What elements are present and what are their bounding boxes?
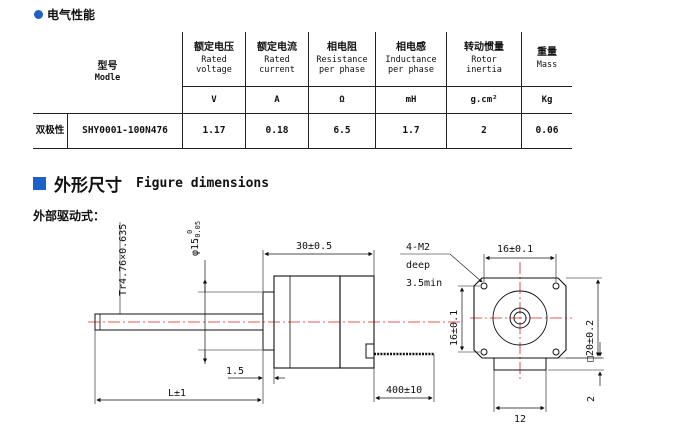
model-header-cn: 型号 xyxy=(97,60,118,72)
unit-inertia: g.cm² xyxy=(446,86,522,114)
mount-hole xyxy=(480,348,488,356)
dimensions-section-header: 外形尺寸 Figure dimensions xyxy=(33,171,269,196)
dimensions-title-cn: 外形尺寸 xyxy=(54,176,122,196)
shaft-tol-lower: -0.05 xyxy=(194,221,202,242)
lead-length-label: 400±10 xyxy=(386,385,422,396)
front-connector-tab xyxy=(493,357,547,371)
row-inertia: 2 xyxy=(446,113,522,149)
shaft-diameter-label: φ15 xyxy=(190,238,201,256)
unit-mass: Kg xyxy=(521,86,572,114)
front-boss xyxy=(262,291,275,351)
row-voltage: 1.17 xyxy=(182,113,246,149)
mount-hole xyxy=(552,282,560,290)
hole-spacing-h-label: 16±0.1 xyxy=(497,244,533,255)
connector-width-label: 12 xyxy=(514,414,526,425)
unit-current: A xyxy=(245,86,309,114)
row-mass: 0.06 xyxy=(521,113,572,149)
row-model: SHY0001-100N476 xyxy=(67,113,183,149)
hole-spacing-v-label: 16±0.1 xyxy=(449,310,460,346)
bullet-dot-icon xyxy=(34,10,43,19)
mount-hole xyxy=(480,282,488,290)
offset-label: 2 xyxy=(586,396,597,402)
motor-rear-cap xyxy=(339,275,375,369)
electrical-section-header: 电气性能 xyxy=(34,6,95,23)
drive-type-subtitle: 外部驱动式： xyxy=(33,209,106,223)
electrical-section-title: 电气性能 xyxy=(47,8,96,22)
holes-deep-label: deep xyxy=(406,260,430,271)
shaft-tol-upper: 0 xyxy=(186,230,194,234)
unit-inductance: mH xyxy=(375,86,447,114)
unit-voltage: V xyxy=(182,86,246,114)
body-size-label: □20±0.2 xyxy=(585,320,596,362)
unit-resistance: Ω xyxy=(308,86,376,114)
table-row: 双极性 SHY0001-100N476 1.17 0.18 6.5 1.7 2 … xyxy=(33,113,572,149)
holes-label: 4-M2 xyxy=(406,242,430,253)
model-header-cell: 型号 Modle xyxy=(33,32,183,114)
row-resistance: 6.5 xyxy=(308,113,376,149)
mount-hole xyxy=(552,348,560,356)
lead-exit xyxy=(365,343,375,359)
flange-label: 1.5 xyxy=(226,366,244,377)
dimensions-title-en: Figure dimensions xyxy=(136,176,270,191)
model-header-en: Modle xyxy=(94,73,121,84)
body-length-label: 30±0.5 xyxy=(296,241,332,252)
bullet-square-icon xyxy=(33,177,46,190)
row-inductance: 1.7 xyxy=(375,113,447,149)
holes-depth-label: 3.5min xyxy=(406,278,442,289)
row-current: 0.18 xyxy=(245,113,309,149)
front-pilot-circle xyxy=(492,290,548,346)
thread-label: Tr4.76×0.635 xyxy=(118,224,129,296)
front-shaft-circle xyxy=(509,307,531,329)
row-type: 双极性 xyxy=(33,113,68,149)
total-length-label: L±1 xyxy=(168,388,186,399)
table-unit-row: V A Ω mH g.cm² Kg xyxy=(33,86,572,114)
